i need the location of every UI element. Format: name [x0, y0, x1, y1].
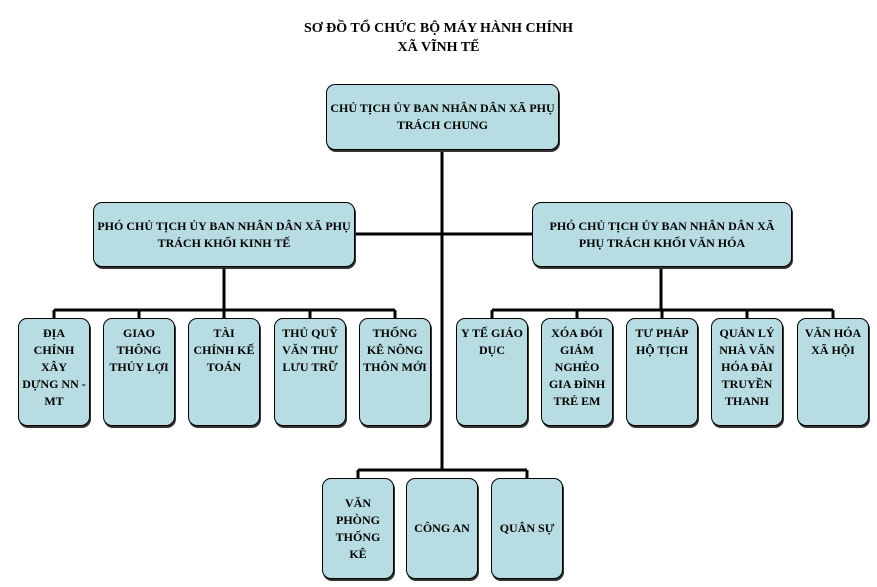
cultural-unit-label: TƯ PHÁP HỘ TỊCH: [635, 326, 689, 357]
cultural-unit-box: XÓA ĐÓI GIẢM NGHÈO GIA ĐÌNH TRẺ EM: [541, 318, 613, 426]
cultural-unit-box: Y TẾ GIÁO DỤC: [456, 318, 528, 426]
direct-unit-box: CÔNG AN: [406, 478, 478, 579]
direct-unit-label: QUÂN SỰ: [499, 521, 555, 535]
economic-unit-label: THỐNG KÊ NÔNG THÔN MỚI: [363, 326, 427, 374]
cultural-unit-label: QUẢN LÝ NHÀ VĂN HÓA ĐÀI TRUYỀN THANH: [719, 326, 775, 408]
direct-unit-label: VĂN PHÒNG THỐNG KÊ: [335, 495, 381, 561]
vice-cultural-label: PHÓ CHỦ TỊCH ỦY BAN NHÂN DÂN XÃ PHỤ TRÁC…: [549, 218, 775, 250]
economic-unit-label: GIAO THÔNG THỦY LỢI: [109, 326, 169, 374]
chart-title: SƠ ĐỒ TỔ CHỨC BỘ MÁY HÀNH CHÍNH: [304, 21, 573, 36]
cultural-unit-label: Y TẾ GIÁO DỤC: [460, 326, 523, 357]
economic-unit-label: TÀI CHÍNH KẾ TOÁN: [193, 326, 255, 374]
cultural-unit-box: QUẢN LÝ NHÀ VĂN HÓA ĐÀI TRUYỀN THANH: [711, 318, 783, 426]
direct-unit-label: CÔNG AN: [414, 521, 470, 535]
direct-unit-box: QUÂN SỰ: [491, 478, 563, 579]
direct-unit-box: VĂN PHÒNG THỐNG KÊ: [322, 478, 394, 579]
economic-unit-box: GIAO THÔNG THỦY LỢI: [103, 318, 175, 426]
economic-unit-box: TÀI CHÍNH KẾ TOÁN: [188, 318, 260, 426]
cultural-unit-label: XÓA ĐÓI GIẢM NGHÈO GIA ĐÌNH TRẺ EM: [548, 326, 606, 408]
chairman-box: CHỦ TỊCH ỦY BAN NHÂN DÂN XÃ PHỤ TRÁCH CH…: [326, 84, 559, 150]
vice-economic-label: PHÓ CHỦ TỊCH ỦY BAN NHÂN DÂN XÃ PHỤ TRÁC…: [97, 218, 351, 250]
economic-unit-box: THỦ QUỸ VĂN THƯ LƯU TRỮ: [274, 318, 346, 426]
chairman-label: CHỦ TỊCH ỦY BAN NHÂN DÂN XÃ PHỤ TRÁCH CH…: [330, 101, 555, 132]
cultural-unit-box: VĂN HÓA XÃ HỘI: [797, 318, 869, 426]
economic-unit-label: ĐỊA CHÍNH XÂY DỰNG NN - MT: [22, 326, 86, 408]
economic-unit-label: THỦ QUỸ VĂN THƯ LƯU TRỮ: [282, 326, 338, 374]
cultural-unit-box: TƯ PHÁP HỘ TỊCH: [626, 318, 698, 426]
vice-cultural-box: PHÓ CHỦ TỊCH ỦY BAN NHÂN DÂN XÃ PHỤ TRÁC…: [532, 202, 792, 267]
economic-unit-box: ĐỊA CHÍNH XÂY DỰNG NN - MT: [18, 318, 90, 426]
chart-subtitle: XÃ VĨNH TẾ: [397, 40, 480, 55]
cultural-unit-label: VĂN HÓA XÃ HỘI: [804, 326, 862, 357]
economic-unit-box: THỐNG KÊ NÔNG THÔN MỚI: [359, 318, 431, 426]
vice-economic-box: PHÓ CHỦ TỊCH ỦY BAN NHÂN DÂN XÃ PHỤ TRÁC…: [93, 202, 355, 267]
